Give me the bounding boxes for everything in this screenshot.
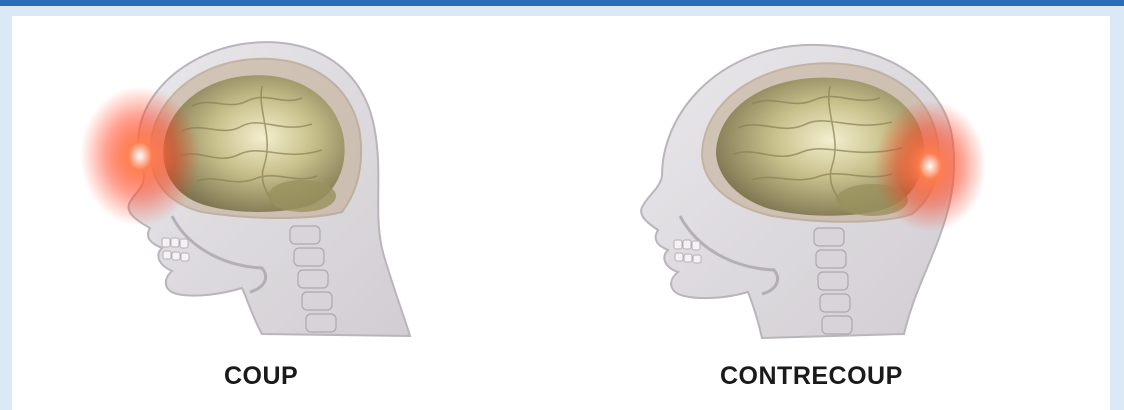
impact-glow-back — [874, 100, 986, 232]
coup-figure: COUP — [12, 16, 532, 410]
figure-panel: COUP — [12, 16, 1110, 410]
coup-caption: COUP — [224, 362, 298, 391]
coup-head-illustration — [12, 16, 532, 410]
contrecoup-head-illustration — [552, 16, 1072, 410]
contrecoup-caption: CONTRECOUP — [720, 362, 903, 391]
figure-frame: COUP — [0, 6, 1124, 410]
impact-glow-front — [80, 86, 200, 226]
contrecoup-figure: CONTRECOUP — [552, 16, 1072, 410]
